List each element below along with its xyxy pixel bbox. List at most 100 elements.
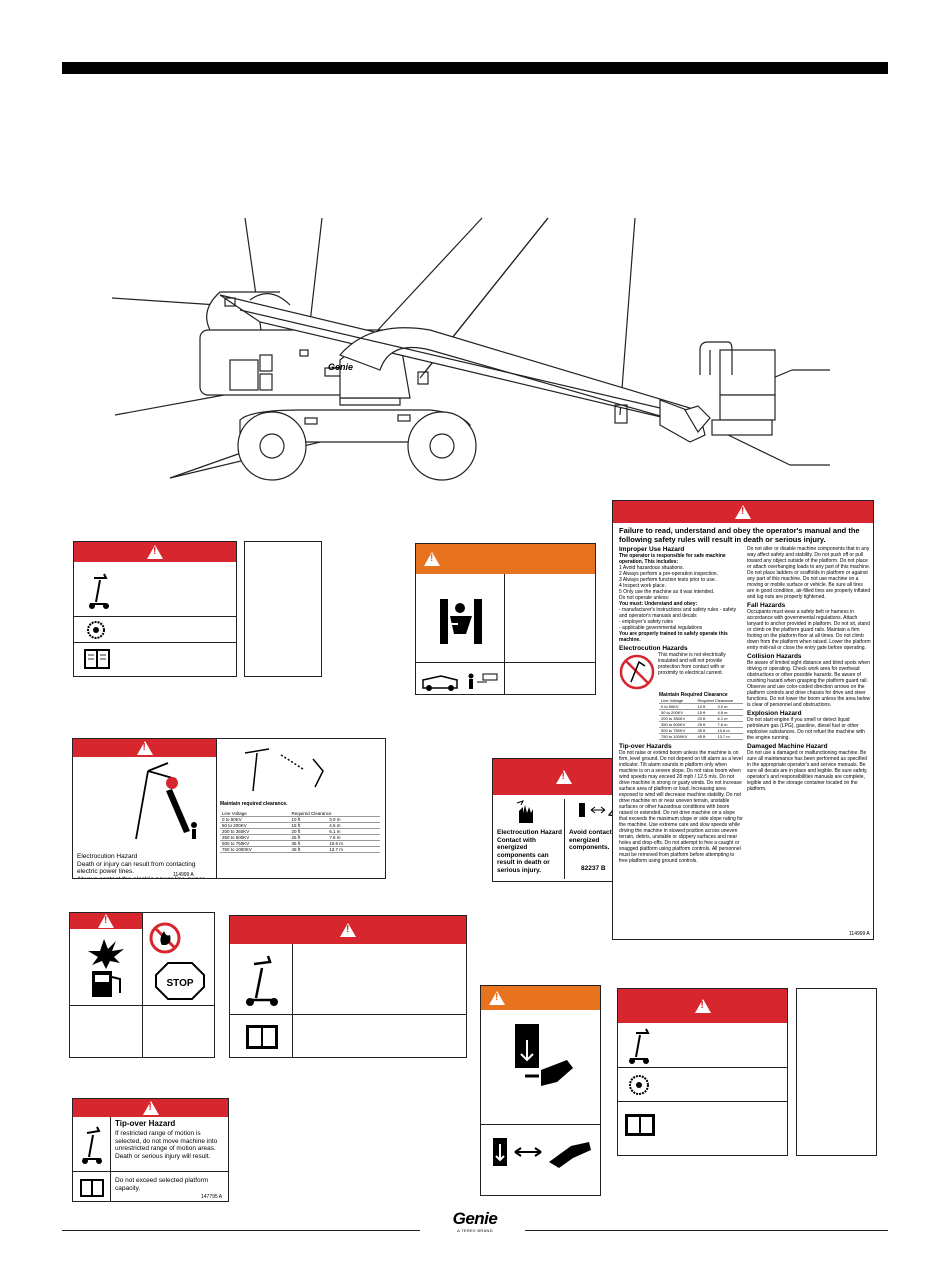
decal-blank-panel: [244, 541, 322, 677]
warning-triangle-icon: [147, 545, 163, 559]
section-text: Do not use a damaged or malfunctioning m…: [747, 750, 868, 792]
decal-header: [481, 986, 600, 1010]
boom-lift-icon: [629, 1028, 650, 1064]
section-text: Do not alter or disable machine componen…: [747, 546, 871, 600]
machine-person-icon: [422, 673, 498, 691]
section-title: Electrocution Hazards: [619, 645, 688, 652]
decal-header: [74, 542, 236, 562]
decal-header: [70, 913, 142, 929]
decal-header: [416, 544, 595, 574]
decal-right-text: Avoid contact with energized components.: [569, 829, 627, 851]
decal-energized: Electrocution Hazard Contact with energi…: [492, 758, 635, 882]
decal-title: Tip-over Hazard: [115, 1119, 176, 1128]
genie-logo: Genie A TEREX BRAND: [440, 1209, 510, 1234]
table-title: Maintain required clearance.: [220, 801, 288, 807]
stop-sign-icon: STOP: [155, 962, 205, 1000]
decal-header: [73, 739, 216, 757]
crush-body-icon: [440, 599, 482, 644]
section-note: You are properly trained to safely opera…: [619, 631, 728, 643]
electrocution-boom-icon: [135, 762, 197, 840]
boom-lift-diagram: Genie: [111, 217, 830, 481]
decal-warning-hand-crush: [480, 985, 601, 1196]
decal-tipover: Tip-over Hazard If restricted range of m…: [72, 1098, 229, 1202]
warning-triangle-icon: [735, 505, 751, 519]
clearance-icon: [244, 748, 324, 792]
list-item: 2 Always perform a pre-operation inspect…: [619, 571, 718, 577]
warning-triangle-icon: [694, 999, 711, 1013]
no-fire-icon: [149, 922, 181, 954]
decal-danger-boom: [73, 541, 237, 677]
decal-text: Electrocution Hazard Death or injury can…: [77, 853, 206, 879]
decal-header: [493, 759, 634, 795]
section-text: Occupants must wear a safety belt or har…: [747, 609, 871, 651]
section-title: Tip-over Hazards: [619, 743, 672, 750]
part-number: 82237 B: [581, 865, 606, 872]
section-intro: You must: Understand and obey:: [619, 601, 698, 607]
decal-text: If restricted range of motion is selecte…: [115, 1130, 218, 1160]
warning-triangle-icon: [489, 991, 505, 1005]
crush-hand-icon: [515, 1024, 573, 1086]
warning-triangle-icon: [424, 552, 440, 566]
manual-book-icon: [625, 1114, 655, 1136]
section-text: Be aware of limited sight distance and b…: [747, 660, 871, 708]
avoid-crush-icon: [493, 1138, 591, 1168]
section-title: Improper Use Hazard: [619, 546, 685, 553]
part-number: 114999 A: [849, 931, 870, 937]
decal-left-text: Electrocution Hazard Contact with energi…: [497, 829, 563, 874]
top-rule: [62, 62, 888, 74]
decal-bottom-text: Do not exceed selected platform capacity…: [115, 1177, 209, 1192]
gear-crush-icon: [629, 1075, 649, 1095]
svg-text:STOP: STOP: [166, 978, 193, 989]
decal-danger-manual: [229, 915, 467, 1058]
section-title: Fall Hazards: [747, 602, 786, 609]
list-item: 5 Only use the machine as it was intende…: [619, 589, 715, 595]
manual-book-icon: [246, 1025, 278, 1049]
section-note: Do not operate unless:: [619, 595, 670, 601]
warning-triangle-icon: [142, 1101, 159, 1115]
decal-warning-crush: [415, 543, 596, 695]
footer-rule-right: [525, 1230, 888, 1231]
brand-name: Genie: [452, 1209, 498, 1228]
decal-header: [73, 1099, 228, 1117]
decal-header: [618, 989, 787, 1023]
section-intro: The operator is responsible for safe mac…: [619, 553, 726, 565]
fuel-pump-explosion-icon: [88, 939, 124, 997]
warning-triangle-icon: [555, 770, 572, 784]
decal-electrocution-clearance: Electrocution Hazard Death or injury can…: [72, 738, 386, 879]
electric-hand-icon: [516, 800, 533, 823]
part-number: 114999 A: [173, 872, 194, 878]
headline: Failure to read, understand and obey the…: [619, 526, 860, 544]
decal-danger-boom-right: [617, 988, 788, 1156]
section-title: Damaged Machine Hazard: [747, 743, 828, 750]
col-header: Required Clearance: [289, 811, 380, 817]
decal-header: [230, 916, 466, 944]
boom-lift-icon: [82, 1126, 102, 1164]
list-item: 3 Always perform function tests prior to…: [619, 577, 716, 583]
boom-lift-icon: [89, 573, 109, 609]
footer-rule-left: [62, 1230, 420, 1231]
section-text: Do not start engine if you smell or dete…: [747, 717, 865, 741]
col-header: Line Voltage: [220, 811, 290, 817]
warning-triangle-icon: [98, 914, 114, 928]
section-text: Do not raise or extend boom unless the m…: [619, 750, 743, 864]
section-title: Collision Hazards: [747, 653, 802, 660]
table-title: Maintain Required Clearance: [659, 692, 728, 698]
part-number: 147795 A: [201, 1194, 223, 1200]
list-item: 1 Avoid hazardous situations.: [619, 565, 684, 571]
list-item: - employer's safety rules: [619, 619, 674, 625]
machine-logo: Genie: [328, 362, 353, 372]
col-header: Line Voltage: [659, 698, 696, 704]
manual-book-icon: [84, 649, 110, 669]
